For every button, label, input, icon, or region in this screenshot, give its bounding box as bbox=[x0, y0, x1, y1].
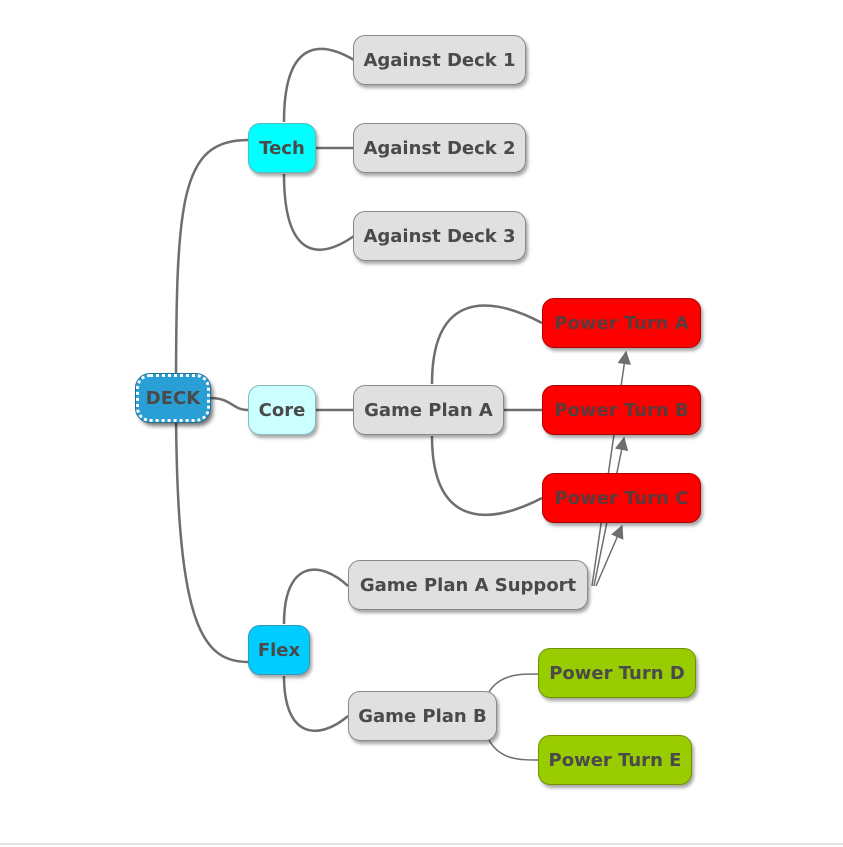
deck-node[interactable]: DECK bbox=[135, 373, 211, 423]
against-deck-3-node[interactable]: Against Deck 3 bbox=[353, 211, 526, 261]
edge-gpa-ptc bbox=[430, 435, 543, 517]
edge-deck-core bbox=[209, 396, 249, 412]
edge-tech-deck1 bbox=[282, 47, 355, 123]
tech-node-label: Tech bbox=[259, 137, 305, 159]
core-node-label: Core bbox=[258, 399, 306, 421]
power-turn-a-node[interactable]: Power Turn A bbox=[542, 298, 701, 348]
arrow-support-ptc bbox=[595, 524, 624, 587]
core-node[interactable]: Core bbox=[248, 385, 316, 435]
power-turn-a-label: Power Turn A bbox=[554, 312, 689, 334]
bottom-divider bbox=[0, 843, 843, 845]
game-plan-a-label: Game Plan A bbox=[364, 399, 493, 421]
against-deck-1-node[interactable]: Against Deck 1 bbox=[353, 35, 526, 85]
edge-tech-deck3 bbox=[282, 173, 355, 251]
edge-flex-support bbox=[282, 568, 349, 625]
deck-node-label: DECK bbox=[145, 387, 201, 409]
edge-deck-tech bbox=[174, 138, 249, 399]
edge-gpb-ptd bbox=[488, 673, 539, 693]
power-turn-e-label: Power Turn E bbox=[548, 749, 682, 771]
power-turn-b-node[interactable]: Power Turn B bbox=[542, 385, 701, 435]
power-turn-e-node[interactable]: Power Turn E bbox=[538, 735, 692, 785]
against-deck-3-label: Against Deck 3 bbox=[363, 225, 516, 247]
power-turn-d-label: Power Turn D bbox=[549, 662, 685, 684]
power-turn-c-node[interactable]: Power Turn C bbox=[542, 473, 701, 523]
game-plan-a-node[interactable]: Game Plan A bbox=[353, 385, 504, 435]
flex-node[interactable]: Flex bbox=[248, 625, 310, 675]
against-deck-2-node[interactable]: Against Deck 2 bbox=[353, 123, 526, 173]
tech-node[interactable]: Tech bbox=[248, 123, 316, 173]
power-turn-d-node[interactable]: Power Turn D bbox=[538, 648, 696, 698]
game-plan-b-node[interactable]: Game Plan B bbox=[348, 691, 497, 741]
game-plan-b-label: Game Plan B bbox=[358, 705, 487, 727]
against-deck-2-label: Against Deck 2 bbox=[363, 137, 516, 159]
edge-gpa-pta bbox=[430, 304, 543, 385]
edge-gpb-pte bbox=[488, 739, 539, 761]
power-turn-b-label: Power Turn B bbox=[554, 399, 689, 421]
edge-deck-flex bbox=[174, 397, 249, 664]
game-plan-a-support-label: Game Plan A Support bbox=[359, 574, 577, 596]
power-turn-c-label: Power Turn C bbox=[554, 487, 689, 509]
game-plan-a-support-node[interactable]: Game Plan A Support bbox=[348, 560, 588, 610]
against-deck-1-label: Against Deck 1 bbox=[363, 49, 516, 71]
edge-flex-gameplanb bbox=[282, 675, 349, 732]
flex-node-label: Flex bbox=[257, 639, 301, 661]
